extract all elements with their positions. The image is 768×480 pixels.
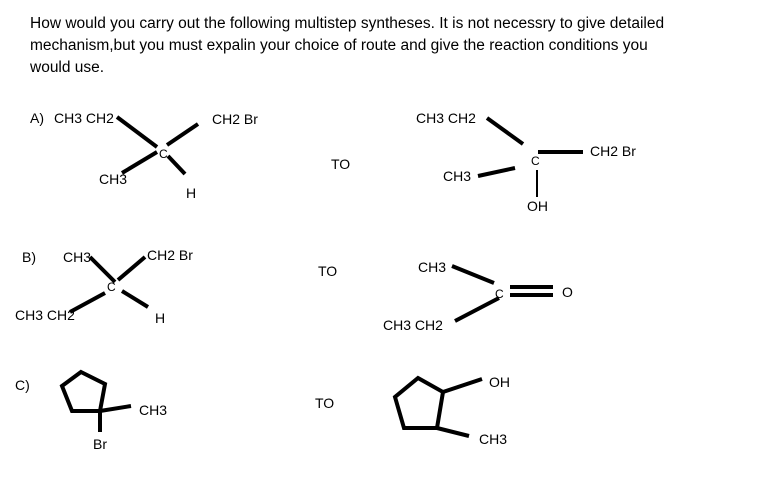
part-b-product: CH3 CH3 CH2 C O — [383, 259, 573, 333]
part-a-start-carbon: C — [159, 147, 168, 161]
part-b-start-carbon: C — [107, 280, 116, 294]
part-c-product-methyl: CH3 — [479, 431, 507, 447]
bond-b-p-methyl-c — [451, 264, 495, 285]
bond-c-p-ring-methyl — [436, 426, 470, 438]
part-b-product-carbon: C — [495, 287, 504, 301]
part-a-to-label: TO — [331, 156, 350, 172]
part-b-product-ethyl: CH3 CH2 — [383, 317, 443, 333]
bond-a-c-ch2br — [165, 122, 200, 147]
ring-c-start — [59, 369, 108, 413]
question-line-3: would use. — [30, 59, 105, 76]
part-b-start-bromomethyl: CH2 Br — [147, 247, 193, 263]
bond-a-p-methyl-c — [477, 166, 516, 178]
part-a-start-hydrogen: H — [186, 185, 196, 201]
part-a-starting-material: CH3 CH2 CH3 C CH2 Br H — [54, 110, 258, 201]
part-c-label: C) — [15, 377, 30, 393]
part-b-starting-material: CH3 CH3 CH2 C CH2 Br H — [15, 247, 193, 326]
part-a-start-bromomethyl: CH2 Br — [212, 111, 258, 127]
bond-b-c-ch2br — [116, 255, 147, 282]
part-a-product-hydroxyl: OH — [527, 198, 548, 214]
bond-b-ethyl-c — [69, 291, 106, 314]
part-c-start-bromo: Br — [93, 436, 107, 452]
bond-c-p-ring-oh — [442, 377, 483, 394]
part-b-product-methyl: CH3 — [418, 259, 446, 275]
part-b: B) CH3 CH3 CH2 C CH2 Br H TO CH3 CH3 CH2… — [15, 247, 573, 333]
bond-a-ethyl-c — [115, 115, 159, 149]
bond-b-methyl-c — [88, 255, 117, 284]
bond-c-ring-methyl — [99, 404, 132, 413]
part-c-product: OH CH3 — [392, 374, 510, 447]
bond-b-c-h — [120, 289, 150, 309]
bond-b-p-ethyl-c — [454, 296, 500, 323]
part-b-product-oxygen: O — [562, 284, 573, 300]
bond-a-methyl-c — [120, 150, 159, 175]
part-a-product-carbon: C — [531, 154, 540, 168]
part-c-product-hydroxyl: OH — [489, 374, 510, 390]
question-line-2: mechanism,but you must expalin your choi… — [30, 37, 648, 54]
part-b-start-methyl: CH3 — [63, 249, 91, 265]
part-a-product-methyl: CH3 — [443, 168, 471, 184]
part-a: A) CH3 CH2 CH3 C CH2 Br H TO CH3 CH2 CH3… — [30, 110, 636, 214]
part-c-start-methyl: CH3 — [139, 402, 167, 418]
question-text: How would you carry out the following mu… — [30, 13, 750, 79]
question-line-1: How would you carry out the following mu… — [30, 15, 665, 32]
part-b-label: B) — [22, 249, 36, 265]
part-b-start-ethyl: CH3 CH2 — [15, 307, 75, 323]
part-c: C) CH3 Br TO OH CH3 — [15, 369, 510, 452]
bond-a-p-ethyl-c — [485, 116, 525, 146]
bond-a-c-h — [166, 154, 187, 176]
part-a-product: CH3 CH2 CH3 C CH2 Br OH — [416, 110, 636, 214]
part-a-start-ethyl: CH3 CH2 — [54, 110, 114, 126]
part-c-starting-material: CH3 Br — [59, 369, 167, 452]
part-a-product-bromomethyl: CH2 Br — [590, 143, 636, 159]
part-c-to-label: TO — [315, 395, 334, 411]
part-a-label: A) — [30, 110, 44, 126]
ring-c-product — [392, 375, 446, 430]
part-b-start-hydrogen: H — [155, 310, 165, 326]
part-a-product-ethyl: CH3 CH2 — [416, 110, 476, 126]
part-b-to-label: TO — [318, 263, 337, 279]
part-a-start-methyl: CH3 — [99, 171, 127, 187]
